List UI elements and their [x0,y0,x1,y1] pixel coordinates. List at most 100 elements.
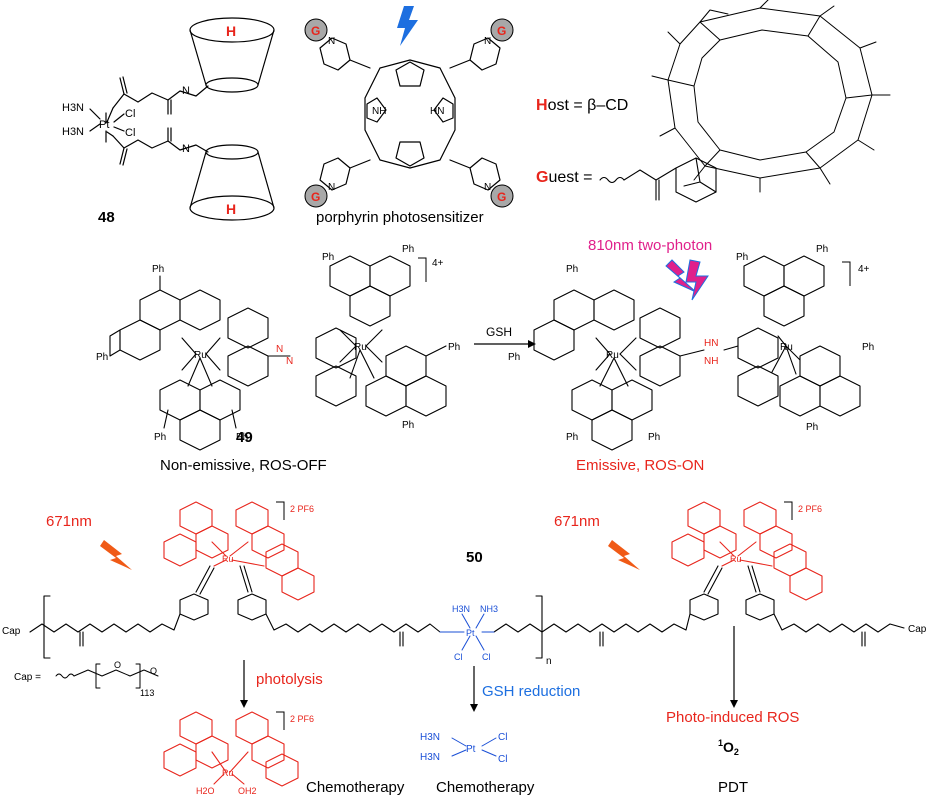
aqua-label-1: H2O [196,786,215,796]
ru-label-left: Ru [194,350,207,361]
charge-label-product: 4+ [858,264,870,275]
hn-label: HN [704,338,718,349]
ros-label: Photo-induced ROS [666,709,799,726]
guest-g-initial: G [536,169,548,186]
pt-center-cl-1: Cl [454,652,463,662]
polymer-labels: Cap Cap n [2,624,927,667]
compound-49-number: 49 [236,429,253,446]
ru-label-product-left: Ru [606,350,619,361]
compound-49-structure [109,255,447,451]
azo-n-label-1: N [276,344,283,355]
light-label-left: 671nm [46,513,92,530]
adamantane-guest-structure [599,157,717,203]
ph-label-1: Ph [152,264,164,275]
compound-48-number: 48 [98,209,115,226]
product-caption: Emissive, ROS-ON [576,457,704,474]
outcome-pdt: PDT [718,779,748,796]
pt-center-pt: Pt [466,628,475,638]
guest-letter-tl: G [311,24,320,38]
gsh-reduction-label: GSH reduction [482,683,580,700]
cap-oxygen-2: O [150,666,157,676]
ru-label-product-right: Ru [780,342,793,353]
ph-label-p5: Ph [736,252,748,263]
cap-label-left: Cap [2,626,21,637]
ru-complex-labels: Ru Ru 2 PF6 2 PF6 2 PF6 [222,504,822,724]
bracket-left-complex [276,501,285,520]
n-plus-label-tl: N [328,36,335,47]
bracket-aqua-complex [276,711,285,730]
bracket-49 [418,257,427,282]
cap-def-label: Cap = [14,672,41,683]
singlet-superscript: 1 [718,738,723,748]
outcome-arrows [240,626,738,712]
ph-label-8: Ph [402,420,414,431]
ru-label-bottom-right: Ru [730,554,742,564]
nh-label-1: N [182,85,190,97]
cisplatin-h3n-2: H3N [420,752,440,763]
guest-label-rest: uest = [548,169,592,186]
guest-letter-bl: G [311,190,320,204]
lightning-bolt-icon [608,540,640,570]
h3n-label-1: H3N [62,102,84,114]
host-letter-top: H [226,23,236,39]
aqua-complex [163,711,299,787]
ph-label-p6: Ph [816,244,828,255]
charge-label-49: 4+ [432,258,444,269]
azo-n-label-2: N [286,356,293,367]
guest-sphere-br [490,184,514,208]
ru-complex-right [671,501,823,601]
nh-inner-label-1: NH [372,106,386,117]
ph-label-p1: Ph [566,264,578,275]
ru-label-bottom-left: Ru [222,554,234,564]
cisplatin-cl-1: Cl [498,732,507,743]
gsh-arrow-label: GSH [486,325,512,339]
ph-label-3: Ph [154,432,166,443]
ph-label-p8: Ph [806,422,818,433]
singlet-subscript: 2 [734,747,739,757]
counterion-label-bottom: 2 PF6 [290,714,314,724]
nh-label: NH [704,356,718,367]
compound-50-number: 50 [466,549,483,566]
photolysis-label: photolysis [256,671,323,688]
subscript-n-label: n [546,656,552,667]
pt-center: H3N NH3 Pt Cl Cl [439,604,498,662]
cap-oxygen-1: O [114,660,121,670]
guest-sphere-tr [490,18,514,42]
n-plus-label-br: N [484,182,491,193]
pt-center-cl-2: Cl [482,652,491,662]
n-plus-label-bl: N [328,182,335,193]
lightning-bolt-icon [685,259,709,301]
emissive-product-structure [533,255,861,451]
pt-label: Pt [99,119,109,131]
outcome-chemotherapy-left: Chemotherapy [306,779,405,796]
lightning-bolt-icon [100,540,132,570]
n-plus-label-tr: N [484,36,491,47]
gsh-reaction-arrow: GSH [474,325,536,348]
cap-label-right: Cap [908,624,927,635]
ph-label-7: Ph [448,342,460,353]
compound-49-labels: Ru Ru Ph Ph Ph Ph Ph Ph Ph Ph N N 4+ [96,244,460,443]
cap-repeat-count: 113 [140,688,154,698]
ru-label-aqua: Ru [222,768,234,778]
compound-48 [89,17,275,221]
ru-complex-left [163,501,315,601]
light-label-right: 671nm [554,513,600,530]
outcome-chemotherapy-mid: Chemotherapy [436,779,535,796]
cisplatin-pt: Pt [466,744,476,755]
host-label-rest: ost = β–CD [548,97,629,114]
beta-cyclodextrin-structure [651,0,891,193]
guest-sphere-bl [304,184,328,208]
host-letter-bottom: H [226,201,236,217]
ph-label-2: Ph [96,352,108,363]
guest-label: Guest = [536,169,592,186]
lightning-bolt-icon [665,259,697,293]
polymer-backbone [29,565,905,659]
counterion-label-right: 2 PF6 [798,504,822,514]
pt-center-nh3: NH3 [480,604,498,614]
emissive-product-labels: Ru Ru HN NH Ph Ph Ph Ph Ph Ph Ph Ph 4+ [508,244,874,443]
porphyrin-structure [319,37,501,191]
ph-label-p3: Ph [566,432,578,443]
counterion-label-left: 2 PF6 [290,504,314,514]
ph-label-p2: Ph [508,352,520,363]
